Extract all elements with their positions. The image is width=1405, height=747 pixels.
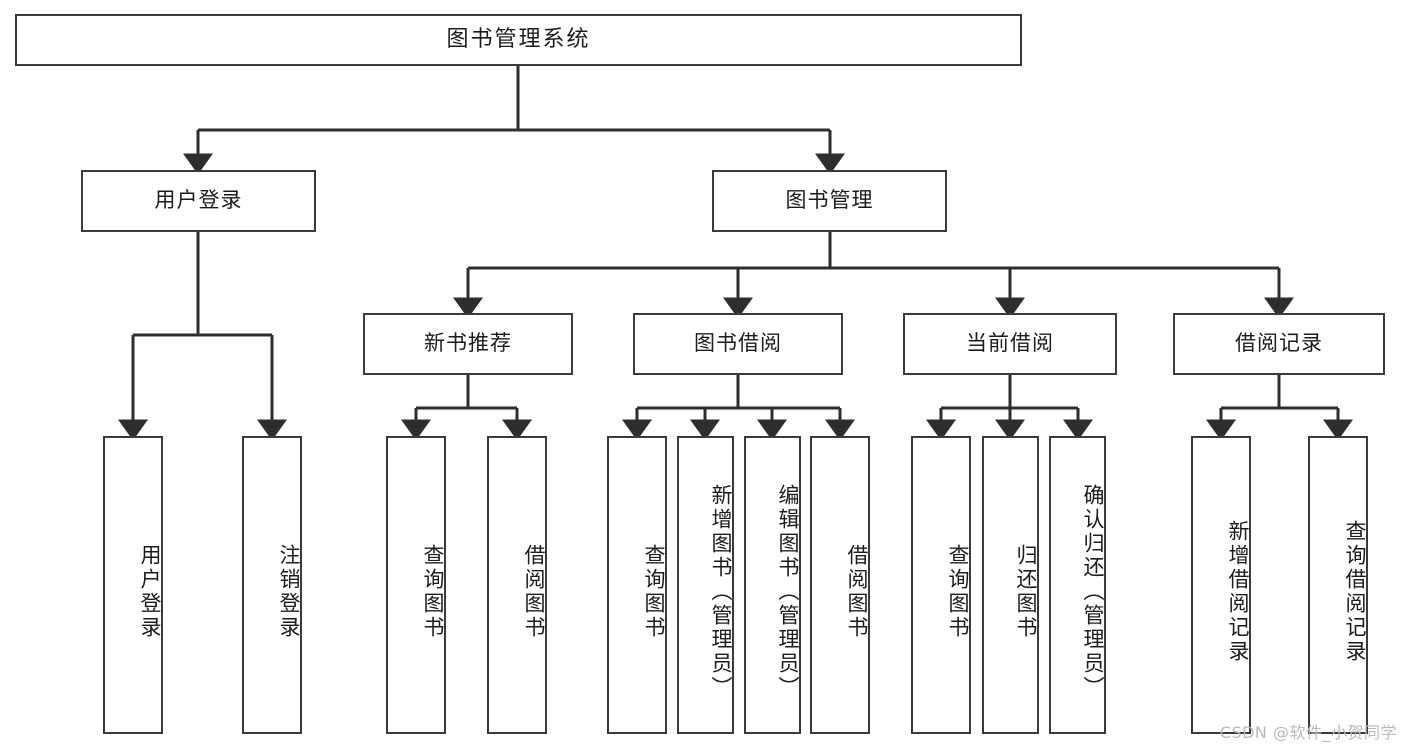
leaf-confirm-return-admin[interactable]: 确认归还（管理员） xyxy=(1049,436,1106,734)
node-label: 图书管理 xyxy=(785,188,874,213)
leaf-borrow-books-recommendation[interactable]: 借阅图书 xyxy=(487,436,547,734)
node-label: 借阅图书 xyxy=(522,544,546,640)
leaf-query-books-borrowing[interactable]: 查询图书 xyxy=(607,436,667,734)
node-new-book-recommendation[interactable]: 新书推荐 xyxy=(363,313,573,375)
node-book-management[interactable]: 图书管理 xyxy=(712,170,947,232)
leaf-query-books-recommendation[interactable]: 查询图书 xyxy=(386,436,446,734)
leaf-user-login[interactable]: 用户登录 xyxy=(103,436,163,734)
node-root-book-management-system[interactable]: 图书管理系统 xyxy=(15,14,1022,66)
node-label: 查询图书 xyxy=(421,544,445,640)
leaf-query-borrowing-record[interactable]: 查询借阅记录 xyxy=(1308,436,1368,734)
node-label: 借阅记录 xyxy=(1235,331,1323,356)
leaf-logout[interactable]: 注销登录 xyxy=(242,436,302,734)
leaf-add-book-admin[interactable]: 新增图书（管理员） xyxy=(677,436,734,734)
node-label: 图书借阅 xyxy=(694,331,782,356)
node-label: 编辑图书（管理员） xyxy=(776,484,800,700)
node-label: 图书管理系统 xyxy=(446,26,591,52)
node-current-borrowing[interactable]: 当前借阅 xyxy=(903,313,1117,375)
node-label: 确认归还（管理员） xyxy=(1081,484,1105,700)
leaf-return-books[interactable]: 归还图书 xyxy=(982,436,1039,734)
watermark-text: CSDN @软件_小贺同学 xyxy=(1219,723,1397,742)
node-label: 新增图书（管理员） xyxy=(709,484,733,700)
node-label: 注销登录 xyxy=(277,544,301,640)
node-label: 新书推荐 xyxy=(424,331,512,356)
leaf-edit-book-admin[interactable]: 编辑图书（管理员） xyxy=(744,436,801,734)
leaf-query-books-current[interactable]: 查询图书 xyxy=(911,436,971,734)
node-label: 新增借阅记录 xyxy=(1226,520,1250,664)
node-label: 查询图书 xyxy=(946,544,970,640)
leaf-add-borrowing-record[interactable]: 新增借阅记录 xyxy=(1191,436,1251,734)
node-label: 用户登录 xyxy=(154,188,243,213)
node-label: 用户登录 xyxy=(138,544,162,640)
node-borrowing-records[interactable]: 借阅记录 xyxy=(1173,313,1385,375)
node-label: 查询借阅记录 xyxy=(1343,520,1367,664)
leaf-borrow-books-borrowing[interactable]: 借阅图书 xyxy=(810,436,870,734)
node-label: 借阅图书 xyxy=(845,544,869,640)
node-label: 查询图书 xyxy=(642,544,666,640)
node-book-borrowing[interactable]: 图书借阅 xyxy=(633,313,843,375)
node-label: 归还图书 xyxy=(1014,544,1038,640)
node-user-login[interactable]: 用户登录 xyxy=(81,170,316,232)
node-label: 当前借阅 xyxy=(966,331,1054,356)
